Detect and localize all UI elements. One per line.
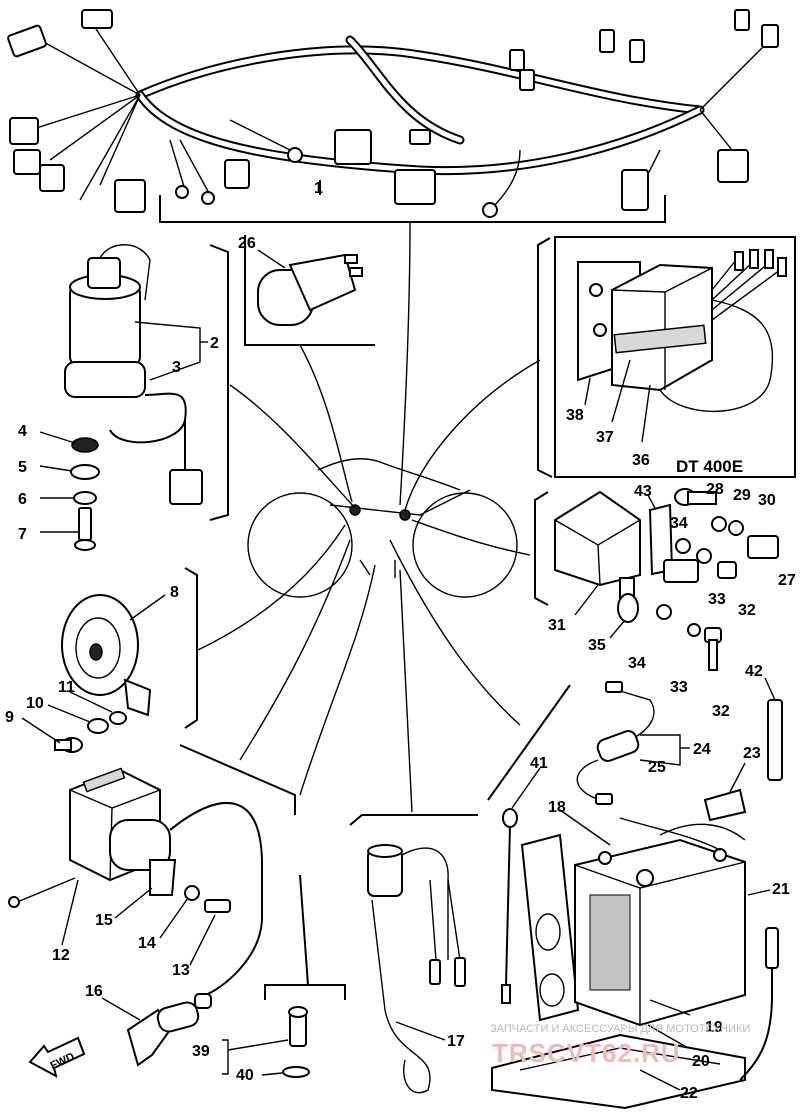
callout-11: 11 [58,679,75,696]
callout-30: 30 [758,492,776,509]
callout-13: 13 [172,962,190,979]
callout-7: 7 [18,526,27,543]
callout-25: 25 [648,759,666,776]
ignition-coil-group: 12 15 14 13 16 [8,744,296,1067]
callout-41: 41 [530,755,548,772]
callout-9: 9 [5,709,14,726]
watermark-text-line2: TRSCVT62.RU [492,1038,681,1068]
callout-23: 23 [743,745,761,762]
callout-19: 19 [705,1019,723,1036]
cdi-unit-group: 38 37 36 DT 400E [537,236,796,478]
callout-21: 21 [772,881,790,898]
callout-6: 6 [18,491,27,508]
watermark-text-line1: ЗАПЧАСТИ И АКСЕССУАРЫ ДЛЯ МОТОТЕХНИКИ [490,1023,750,1035]
callout-37: 37 [596,429,614,446]
callout-1: 1 [314,180,323,197]
callout-24: 24 [693,741,711,758]
callout-34-bottom: 34 [628,655,646,672]
callout-22: 22 [680,1085,698,1102]
callout-32-top: 32 [738,602,756,619]
callout-42: 42 [745,663,763,680]
callout-15: 15 [95,912,113,929]
battery-group: 41 24 25 42 23 [487,663,790,1110]
callout-16: 16 [85,983,103,1000]
callout-28: 28 [706,481,724,498]
forward-arrow: FWD [28,1036,86,1078]
callout-39: 39 [192,1043,210,1060]
callout-18: 18 [548,799,566,816]
callout-4: 4 [18,423,27,440]
rectifier-group: 43 28 29 30 34 27 33 32 31 35 34 33 32 [534,481,796,720]
callout-2: 2 [210,335,219,352]
callout-27: 27 [778,572,796,589]
callout-10: 10 [26,695,44,712]
oil-level-gauge-group: 17 [349,814,478,1094]
wire-harness: 1 [7,9,779,223]
motorcycle-outline [247,458,518,598]
callout-14: 14 [138,935,156,952]
callout-33-bottom: 33 [670,679,688,696]
flasher-relay-group: 26 [238,235,375,346]
main-switch-group: 2 3 4 5 6 7 [18,244,229,551]
callout-31: 31 [548,617,566,634]
callout-38: 38 [566,407,584,424]
callout-36: 36 [632,452,650,469]
central-leader-lines [197,221,541,813]
callout-12: 12 [52,947,70,964]
callout-5: 5 [18,459,27,476]
horn-group: 8 9 10 11 [5,567,198,753]
callout-40: 40 [236,1067,254,1084]
callout-35: 35 [588,637,606,654]
callout-3: 3 [172,359,181,376]
callout-17: 17 [447,1033,465,1050]
callout-43: 43 [634,483,652,500]
callout-26: 26 [238,235,256,252]
watermark: ЗАПЧАСТИ И АКСЕССУАРЫ ДЛЯ МОТОТЕХНИКИ TR… [490,1023,750,1068]
callout-20: 20 [692,1053,710,1070]
callout-32-bottom: 32 [712,703,730,720]
callout-8: 8 [170,584,179,601]
neutral-switch-group: 39 40 [192,874,346,1084]
callout-29: 29 [733,487,751,504]
callout-33-top: 33 [708,591,726,608]
model-label: DT 400E [676,457,743,476]
callout-34-top: 34 [670,515,688,532]
